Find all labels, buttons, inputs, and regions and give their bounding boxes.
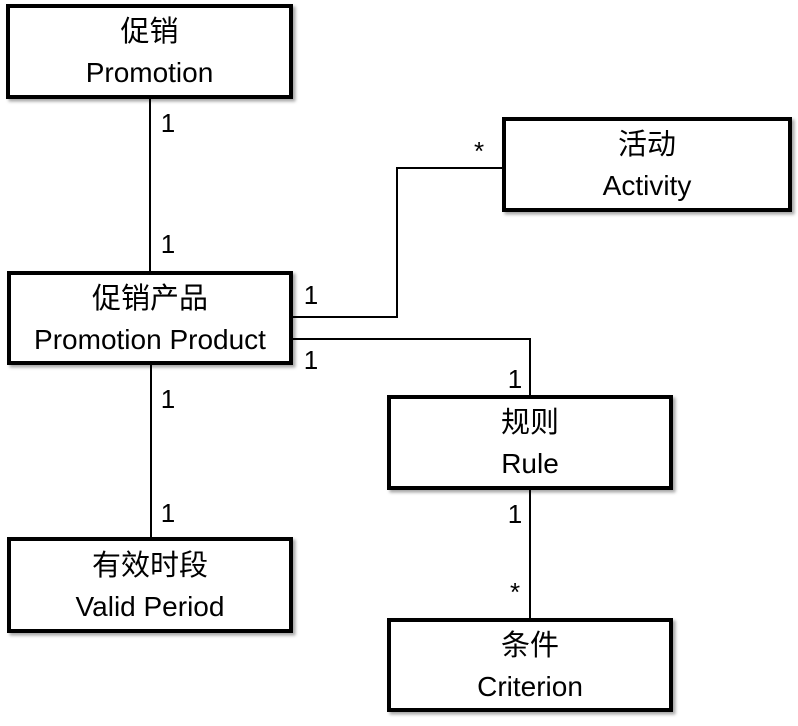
multiplicity-promotion-product-activity-end: 1 [303, 280, 319, 310]
node-activity: 活动 Activity [502, 117, 792, 212]
node-promotion-product-label-en: Promotion Product [34, 323, 266, 355]
multiplicity-rule-bottom-end: 1 [507, 499, 523, 529]
multiplicity-valid-period-end: 1 [160, 498, 176, 528]
multiplicity-activity-end: * [473, 136, 485, 166]
node-promotion: 促销 Promotion [6, 4, 293, 99]
node-criterion-label-en: Criterion [477, 670, 583, 702]
multiplicity-promotion-end: 1 [160, 108, 176, 138]
node-criterion: 条件 Criterion [387, 618, 673, 712]
edge-promotion-product-to-rule [293, 338, 531, 395]
node-rule-label-zh: 规则 [500, 407, 559, 439]
edge-promotion-product-to-activity [293, 167, 502, 318]
multiplicity-promotion-product-rule-end: 1 [303, 345, 319, 375]
node-valid-period-label-en: Valid Period [75, 590, 225, 622]
node-rule-label-en: Rule [501, 448, 559, 479]
node-rule: 规则 Rule [387, 395, 673, 490]
node-promotion-label-zh: 促销 [120, 16, 179, 48]
node-activity-label-zh: 活动 [617, 129, 676, 161]
node-promotion-product: 促销产品 Promotion Product [7, 271, 293, 365]
node-valid-period-label-zh: 有效时段 [91, 549, 208, 582]
node-promotion-label-en: Promotion [85, 57, 214, 88]
multiplicity-promotion-product-top-end: 1 [160, 229, 176, 259]
node-valid-period: 有效时段 Valid Period [7, 537, 293, 633]
node-criterion-label-zh: 条件 [500, 629, 559, 662]
multiplicity-criterion-end: * [509, 577, 521, 607]
node-activity-label-en: Activity [602, 170, 692, 201]
multiplicity-rule-top-end: 1 [507, 364, 523, 394]
multiplicity-promotion-product-bottom-end: 1 [160, 384, 176, 414]
node-promotion-product-label-zh: 促销产品 [91, 282, 208, 315]
